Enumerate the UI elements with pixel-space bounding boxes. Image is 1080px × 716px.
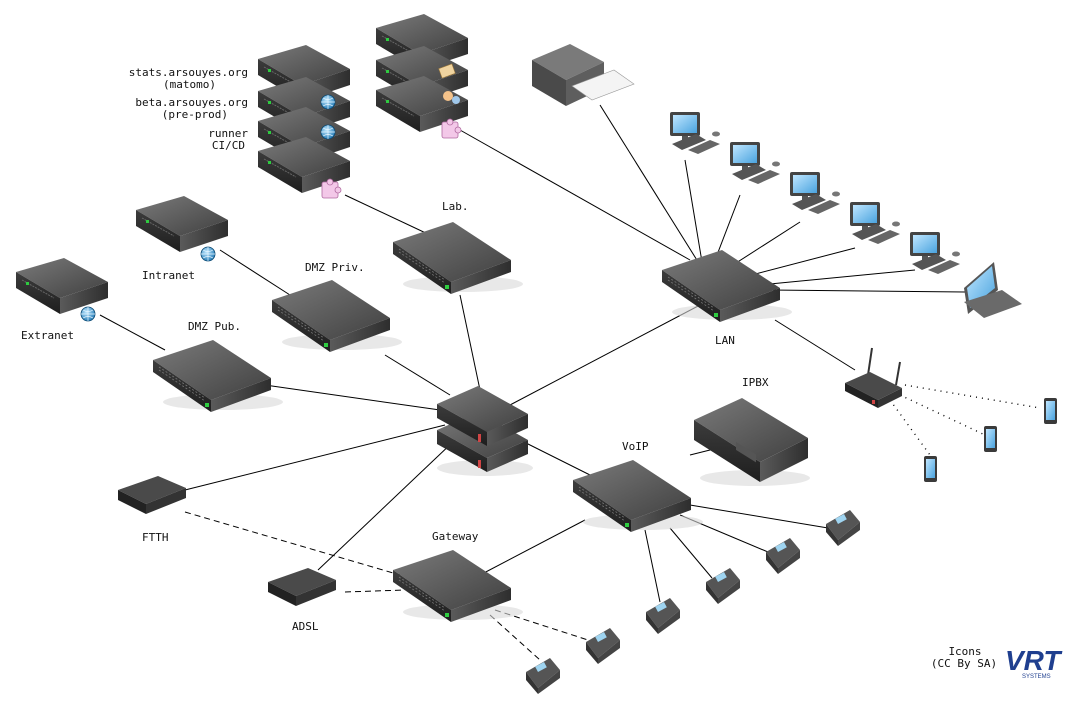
printer — [532, 44, 635, 106]
pc-3 — [790, 172, 840, 214]
ftth-modem — [118, 476, 186, 514]
label-lan: LAN — [715, 334, 735, 347]
label-ftth: FTTH — [142, 531, 169, 544]
label-voip: VoIP — [622, 440, 649, 453]
label-cicd: CI/CD — [211, 139, 245, 152]
ipbx-device — [694, 398, 810, 486]
label-dmz-pub: DMZ Pub. — [188, 320, 241, 333]
label-intranet: Intranet — [142, 269, 195, 282]
vrt-logo: VRT SYSTEMS — [1005, 645, 1063, 680]
switch-voip — [572, 459, 704, 533]
pc-2 — [730, 142, 780, 184]
switch-lab — [392, 221, 524, 295]
switch-lan — [661, 249, 793, 323]
voip-phone-3 — [706, 568, 740, 604]
tablet-1 — [1044, 398, 1057, 424]
label-beta: beta.arsouyes.org — [135, 96, 248, 109]
tablet-3 — [924, 456, 937, 482]
adsl-modem — [268, 568, 336, 606]
logo-text: VRT — [1005, 645, 1063, 676]
label-license: (CC By SA) — [930, 657, 998, 670]
label-extranet: Extranet — [21, 329, 74, 342]
core-router — [437, 386, 533, 476]
label-matomo: (matomo) — [163, 78, 216, 91]
label-lab: Lab. — [442, 200, 469, 213]
voip-phone-4 — [646, 598, 680, 634]
label-runner: runner — [208, 127, 248, 140]
label-preprod: (pre-prod) — [161, 108, 228, 121]
wireless-links — [889, 384, 1041, 456]
laptop — [964, 262, 1022, 318]
voip-phone-5 — [586, 628, 620, 664]
label-ipbx: IPBX — [742, 376, 769, 389]
label-icons: Icons — [948, 645, 982, 658]
dashed-links — [184, 511, 589, 661]
label-dmz-priv: DMZ Priv. — [305, 261, 365, 274]
pc-4 — [850, 202, 900, 244]
tablet-2 — [984, 426, 997, 452]
label-stats: stats.arsouyes.org — [128, 66, 248, 79]
network-links — [99, 104, 966, 603]
server-extranet — [15, 257, 109, 322]
voip-phone-6 — [526, 658, 560, 694]
voip-phone-1 — [826, 510, 860, 546]
switch-dmz-priv — [271, 279, 403, 353]
pc-1 — [670, 112, 720, 154]
label-adsl: ADSL — [292, 620, 319, 633]
pc-5 — [910, 232, 960, 274]
server-stack-lab — [375, 13, 469, 139]
switch-gateway — [392, 549, 524, 623]
server-intranet — [135, 195, 229, 262]
logo-subtext: SYSTEMS — [1022, 674, 1051, 680]
server-stack-web — [257, 44, 351, 199]
wifi-access-point — [845, 347, 902, 408]
switch-dmz-pub — [152, 339, 284, 413]
label-gateway: Gateway — [432, 530, 479, 543]
voip-phone-2 — [766, 538, 800, 574]
